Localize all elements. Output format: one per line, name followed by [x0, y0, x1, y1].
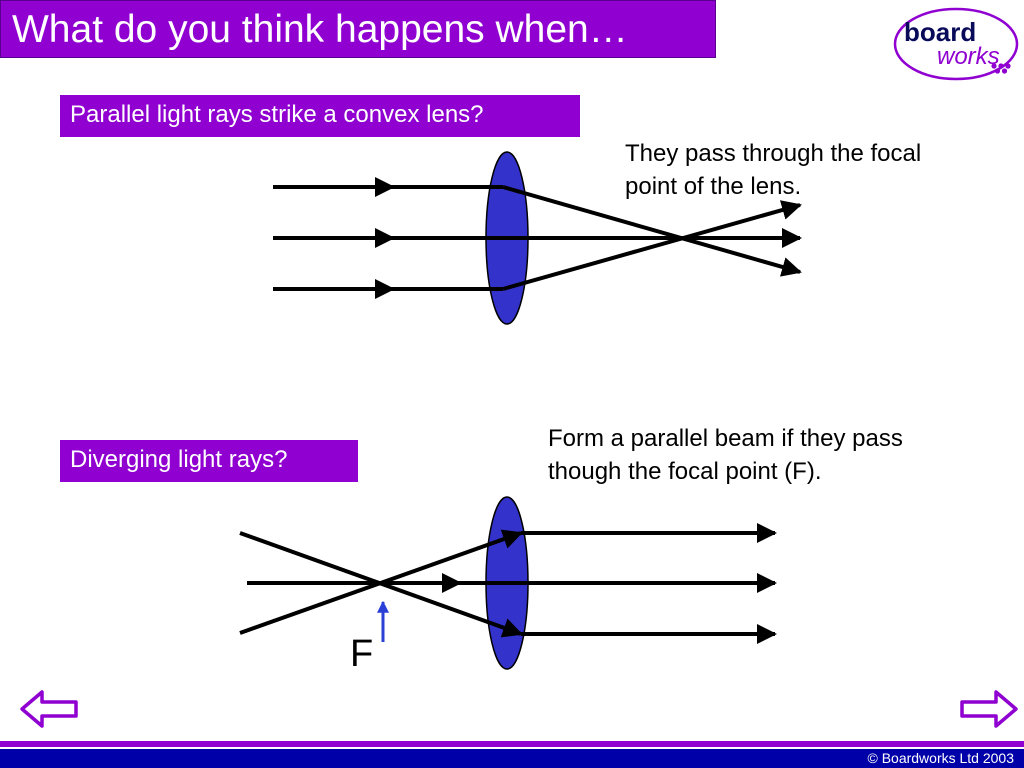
logo-text-bottom: works: [937, 43, 1000, 70]
diverging-rays-question: Diverging light rays?: [60, 440, 358, 482]
footer-bar: © Boardworks Ltd 2003: [0, 749, 1024, 768]
refracted-ray-top: [502, 185, 802, 277]
footer-divider: [0, 741, 1024, 747]
boardworks-logo: board works: [893, 7, 1019, 81]
convex-lens-question: Parallel light rays strike a convex lens…: [60, 95, 580, 137]
focal-point-label: F: [350, 633, 374, 675]
left-arrow-icon: [20, 690, 78, 728]
refracted-ray-bottom: [502, 200, 802, 291]
slide-title: What do you think happens when…: [12, 8, 628, 51]
copyright-text: © Boardworks Ltd 2003: [867, 750, 1014, 766]
right-arrow-icon: [960, 690, 1018, 728]
diverging-rays-diagram: [239, 496, 777, 670]
convex-lens-diagram: [273, 151, 802, 325]
previous-slide-button[interactable]: [20, 686, 80, 732]
diverging-ray-bottom: [239, 529, 523, 635]
diverging-rays-answer: Form a parallel beam if they pass though…: [548, 425, 903, 485]
convex-lens-answer: They pass through the focal point of the…: [625, 140, 922, 200]
next-slide-button[interactable]: [958, 686, 1018, 732]
title-bar: What do you think happens when…: [0, 0, 716, 58]
logo-text-top: board: [904, 17, 976, 47]
